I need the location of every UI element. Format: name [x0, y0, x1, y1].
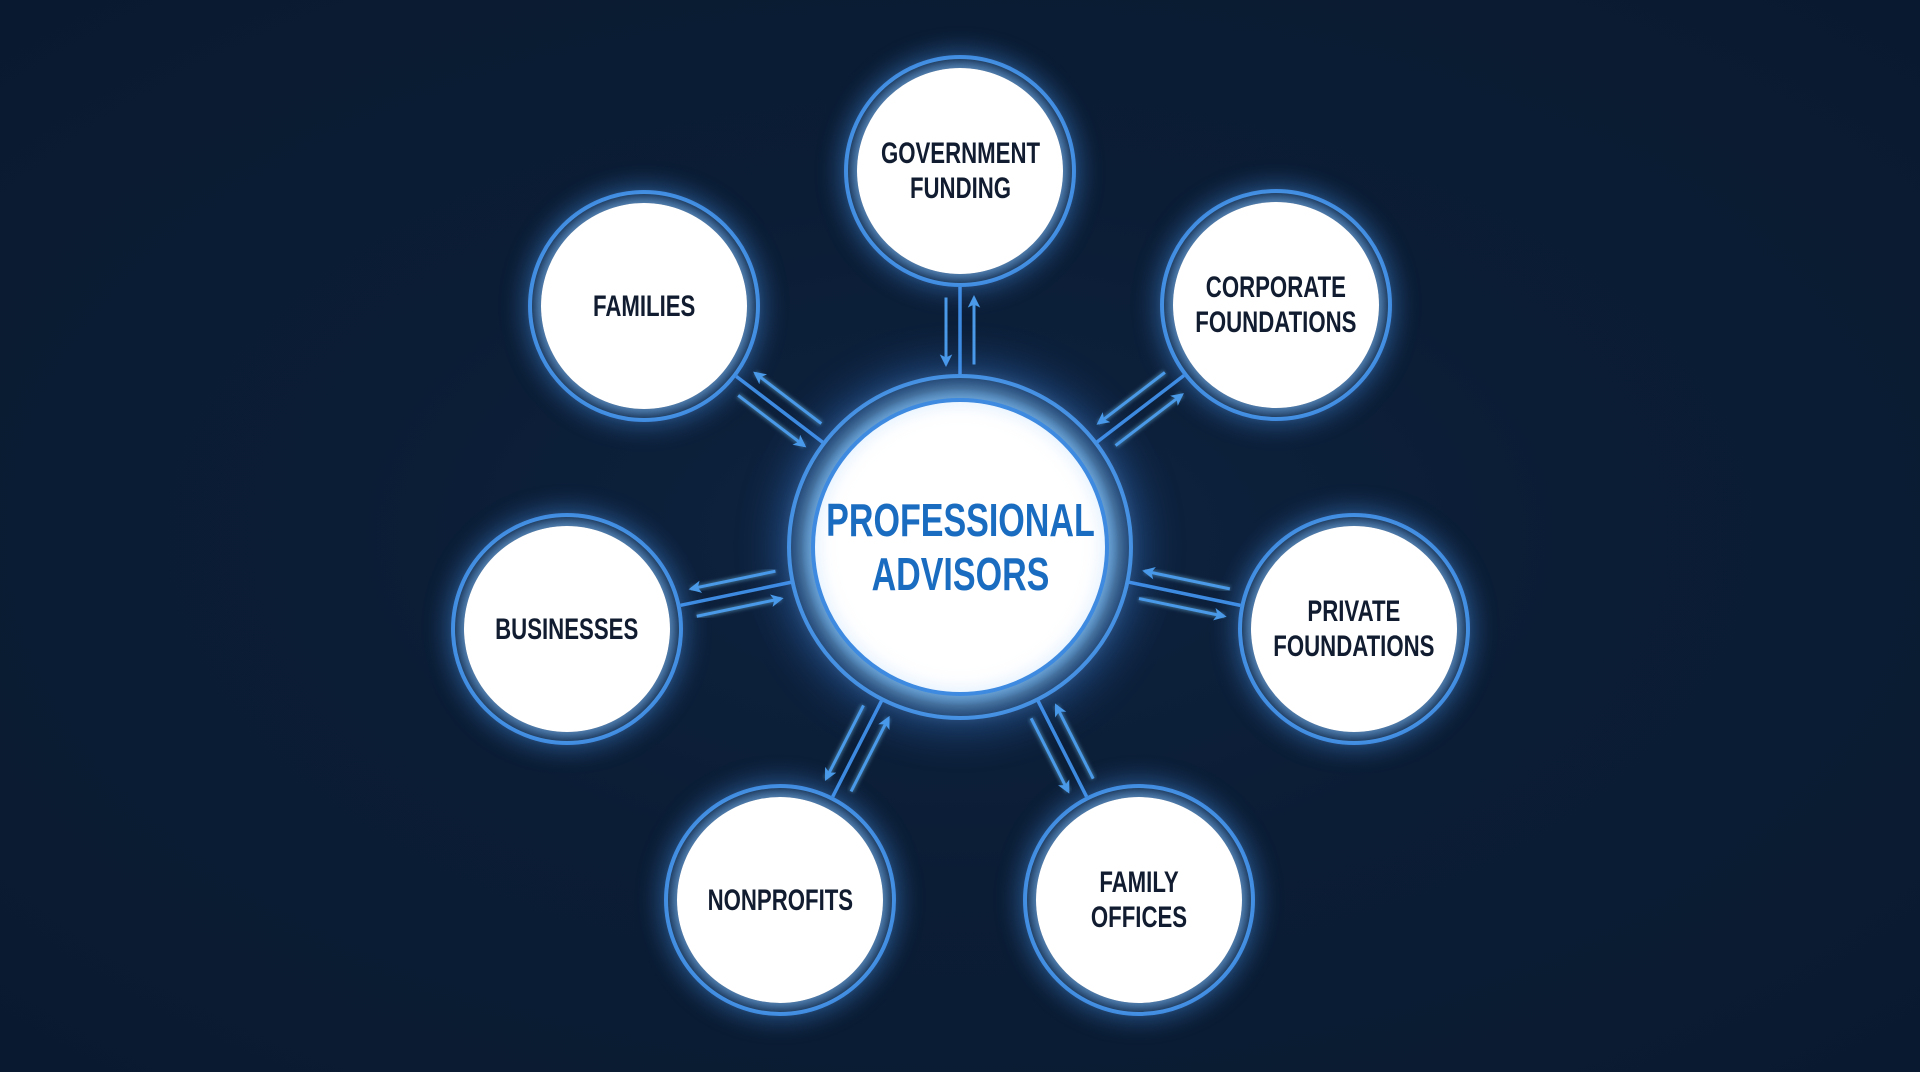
connector-line	[1036, 699, 1089, 798]
connector-government-funding	[939, 287, 981, 375]
arrow-inward-icon	[849, 715, 890, 793]
node-government-funding[interactable]: GOVERNMENT FUNDING	[844, 55, 1076, 287]
arrow-inward-icon	[1096, 371, 1166, 425]
node-family-offices[interactable]: FAMILY OFFICES	[1023, 784, 1255, 1016]
center-label: PROFESSIONAL ADVISORS	[825, 494, 1095, 600]
node-label: NONPROFITS	[707, 883, 853, 917]
center-node-professional-advisors[interactable]: PROFESSIONAL ADVISORS	[787, 374, 1133, 720]
arrow-outward-icon	[1029, 717, 1070, 794]
connector-private-foundations	[1128, 567, 1241, 621]
node-face: FAMILIES	[541, 203, 747, 409]
node-businesses[interactable]: BUSINESSES	[451, 513, 683, 745]
arrow-outward-icon	[824, 704, 865, 781]
connector-line	[1095, 374, 1185, 444]
connector-line	[735, 374, 825, 445]
connector-line	[1128, 580, 1241, 608]
arrow-outward-icon	[753, 371, 823, 425]
node-label: PRIVATE FOUNDATIONS	[1273, 595, 1435, 663]
arrow-inward-icon	[1054, 703, 1095, 780]
center-ring-band: PROFESSIONAL ADVISORS	[802, 389, 1118, 705]
arrow-outward-icon	[688, 569, 776, 593]
node-face: GOVERNMENT FUNDING	[857, 68, 1063, 274]
connector-families	[735, 370, 825, 449]
node-label: FAMILY OFFICES	[1090, 866, 1188, 934]
node-face: NONPROFITS	[677, 797, 883, 1003]
arrow-outward-icon	[1138, 597, 1227, 621]
node-face: FAMILY OFFICES	[1036, 797, 1242, 1003]
center-node-face: PROFESSIONAL ADVISORS	[811, 398, 1109, 696]
connector-nonprofits	[823, 699, 892, 798]
arrow-inward-icon	[737, 394, 807, 448]
node-families[interactable]: FAMILIES	[528, 190, 760, 422]
node-label: FAMILIES	[592, 289, 696, 323]
connector-line	[831, 699, 884, 798]
node-nonprofits[interactable]: NONPROFITS	[664, 784, 896, 1016]
connector-corporate-foundations	[1095, 370, 1185, 448]
node-label: BUSINESSES	[495, 612, 639, 646]
connector-businesses	[680, 568, 792, 620]
arrow-inward-icon	[696, 594, 784, 618]
arrow-outward-icon	[1114, 393, 1184, 447]
node-label: GOVERNMENT FUNDING	[880, 137, 1040, 205]
arrow-inward-icon	[1142, 567, 1231, 591]
node-corporate-foundations[interactable]: CORPORATE FOUNDATIONS	[1160, 189, 1392, 421]
connector-family-offices	[1028, 699, 1096, 798]
connector-line	[680, 580, 792, 608]
node-label: CORPORATE FOUNDATIONS	[1195, 271, 1357, 339]
node-face: PRIVATE FOUNDATIONS	[1251, 526, 1457, 732]
node-face: CORPORATE FOUNDATIONS	[1173, 202, 1379, 408]
node-private-foundations[interactable]: PRIVATE FOUNDATIONS	[1238, 513, 1470, 745]
node-face: BUSINESSES	[464, 526, 670, 732]
